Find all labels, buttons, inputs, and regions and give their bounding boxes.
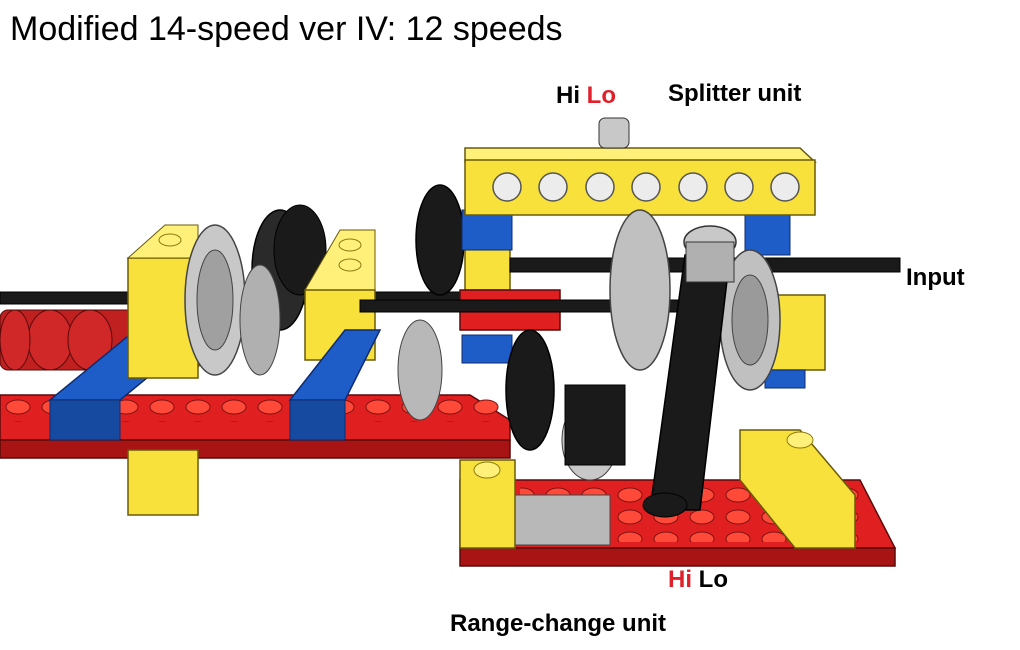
page-title: Modified 14-speed ver IV: 12 speeds xyxy=(10,10,563,48)
middle-gears xyxy=(397,184,465,421)
left-gears xyxy=(184,204,327,376)
range-change-unit-label: Range-change unit xyxy=(450,610,667,637)
range-hi-lo-label: Hi Lo xyxy=(668,566,728,594)
input-label: Input xyxy=(906,264,965,291)
right-gears xyxy=(505,209,781,481)
shift-lever xyxy=(642,225,737,518)
splitter-hi-lo-label: Hi Lo xyxy=(556,82,616,110)
range-hi-label: Hi xyxy=(668,566,692,593)
splitter-lo-label: Lo xyxy=(586,82,616,109)
left-yellow-beam xyxy=(126,224,199,516)
range-lo-label: Lo xyxy=(698,566,728,593)
splitter-hi-label: Hi xyxy=(556,82,580,109)
middle-blue-plate xyxy=(288,329,382,441)
right-blue-plates xyxy=(461,209,806,389)
splitter-yellow-beam xyxy=(464,117,817,216)
splitter-unit-label: Splitter unit xyxy=(668,80,802,107)
